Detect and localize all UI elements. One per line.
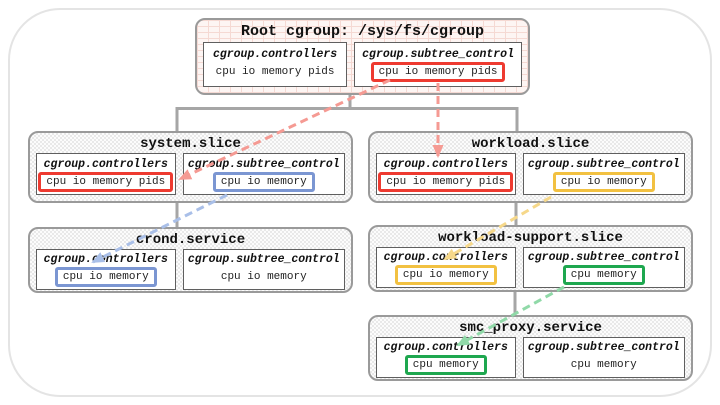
file-row: cgroup.controllers cpu io memory pids cg… xyxy=(376,153,685,195)
file-name: cgroup.controllers xyxy=(212,48,338,61)
file-name: cgroup.subtree_control xyxy=(187,157,340,171)
file-name: cgroup.controllers xyxy=(383,251,508,264)
cgroup-node-system-slice: system.slice cgroup.controllers cpu io m… xyxy=(28,131,353,203)
file-row: cgroup.controllers cpu io memory cgroup.… xyxy=(376,247,685,288)
file-name: cgroup.subtree_control xyxy=(187,253,340,266)
file-box-subtree-control: cgroup.subtree_control cpu io memory xyxy=(182,153,345,195)
controller-list: cpu io memory xyxy=(220,271,307,283)
file-box-subtree-control: cgroup.subtree_control cpu memory xyxy=(522,247,685,288)
controller-list: cpu io memory pids xyxy=(215,66,335,78)
controller-list: cpu memory xyxy=(562,265,645,285)
file-box-subtree-control: cgroup.subtree_control cpu memory xyxy=(522,337,685,378)
node-title: workload-support.slice xyxy=(438,230,623,246)
file-row: cgroup.controllers cpu memory cgroup.sub… xyxy=(376,337,685,378)
file-name: cgroup.subtree_control xyxy=(362,48,514,61)
file-name: cgroup.controllers xyxy=(43,157,168,171)
controller-list: cpu io memory xyxy=(394,265,497,285)
file-row: cgroup.controllers cpu io memory cgroup.… xyxy=(36,249,345,290)
file-name: cgroup.subtree_control xyxy=(527,251,680,264)
file-name: cgroup.controllers xyxy=(383,157,508,171)
cgroup-node-workload-slice: workload.slice cgroup.controllers cpu io… xyxy=(368,131,693,203)
node-title: system.slice xyxy=(140,136,241,152)
node-title: smc_proxy.service xyxy=(459,320,602,336)
controller-list: cpu io memory xyxy=(212,171,315,192)
controller-list: cpu memory xyxy=(404,355,487,375)
file-box-subtree-control: cgroup.subtree_control cpu io memory pid… xyxy=(354,42,522,87)
cgroup-node-root: Root cgroup: /sys/fs/cgroup cgroup.contr… xyxy=(195,18,530,95)
file-name: cgroup.controllers xyxy=(383,341,508,354)
file-row: cgroup.controllers cpu io memory pids cg… xyxy=(203,42,522,87)
controller-list: cpu io memory pids xyxy=(378,171,514,192)
file-box-controllers: cgroup.controllers cpu io memory pids xyxy=(376,153,516,195)
file-box-subtree-control: cgroup.subtree_control cpu io memory xyxy=(522,153,685,195)
node-title: Root cgroup: /sys/fs/cgroup xyxy=(240,23,485,40)
node-title: crond.service xyxy=(135,232,246,248)
file-name: cgroup.subtree_control xyxy=(527,341,680,354)
controller-list: cpu memory xyxy=(570,359,637,371)
controller-list: cpu io memory pids xyxy=(38,171,174,192)
file-box-controllers: cgroup.controllers cpu io memory xyxy=(36,249,176,290)
file-box-controllers: cgroup.controllers cpu io memory pids xyxy=(203,42,348,87)
file-box-controllers: cgroup.controllers cpu io memory xyxy=(376,247,516,288)
controller-list: cpu io memory xyxy=(54,267,157,287)
file-row: cgroup.controllers cpu io memory pids cg… xyxy=(36,153,345,195)
file-box-controllers: cgroup.controllers cpu memory xyxy=(376,337,516,378)
cgroup-node-crond-service: crond.service cgroup.controllers cpu io … xyxy=(28,227,353,293)
file-box-subtree-control: cgroup.subtree_control cpu io memory xyxy=(182,249,345,290)
file-box-controllers: cgroup.controllers cpu io memory pids xyxy=(36,153,176,195)
node-title: workload.slice xyxy=(471,136,590,152)
file-name: cgroup.controllers xyxy=(43,253,168,266)
controller-list: cpu io memory xyxy=(552,171,655,192)
file-name: cgroup.subtree_control xyxy=(527,157,680,171)
controller-list: cpu io memory pids xyxy=(370,62,506,82)
cgroup-node-workload-support-slice: workload-support.slice cgroup.controller… xyxy=(368,225,693,292)
cgroup-node-smc-proxy-service: smc_proxy.service cgroup.controllers cpu… xyxy=(368,315,693,381)
